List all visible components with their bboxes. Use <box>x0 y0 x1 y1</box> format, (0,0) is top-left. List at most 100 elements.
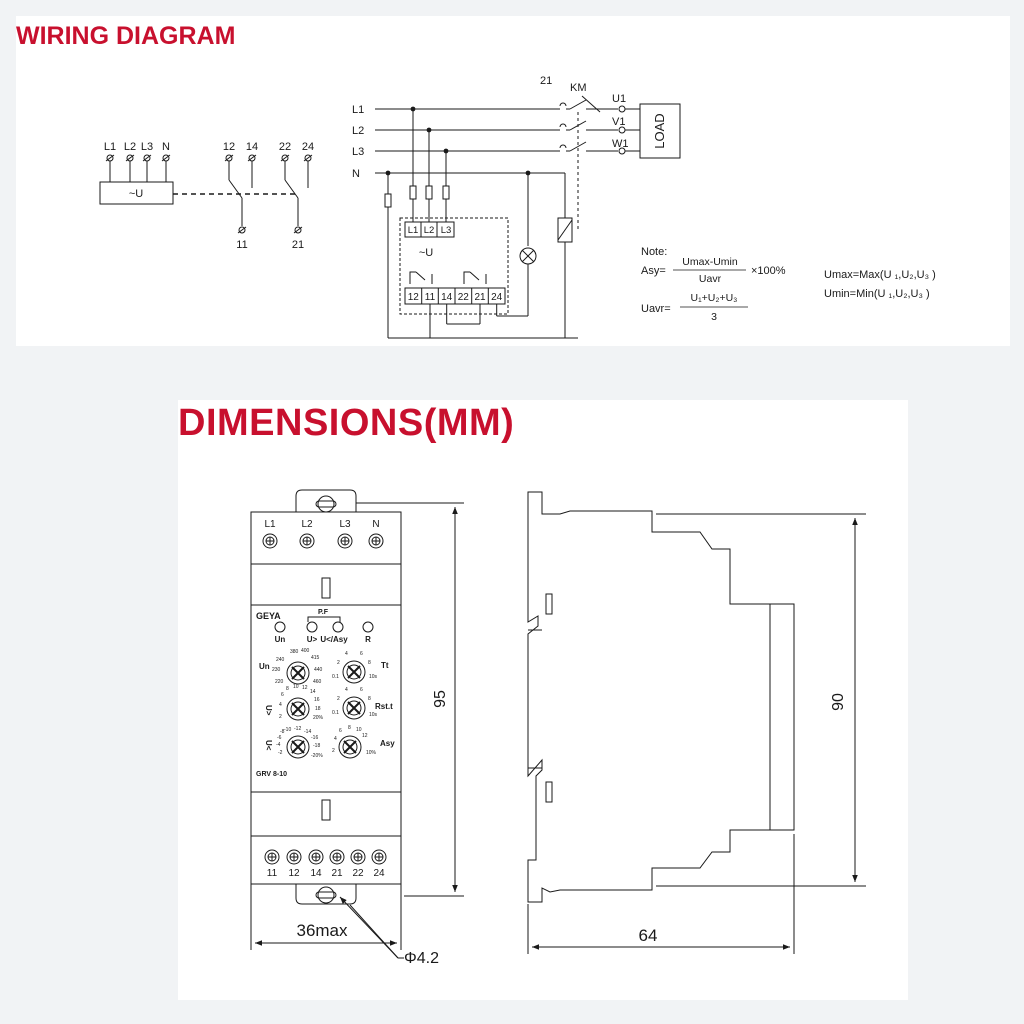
line-label-n: N <box>352 168 360 180</box>
led-label: U> <box>307 635 318 644</box>
knob-scale-mark: 400 <box>301 648 310 654</box>
knob-scale-mark: 4 <box>345 687 348 693</box>
knob-scale-mark: 440 <box>314 667 323 673</box>
knob-scale-mark: 6 <box>281 692 284 698</box>
output-label: V1 <box>612 116 625 128</box>
height-value: 95 <box>432 690 449 708</box>
knob-scale-mark: 0.1 <box>332 674 339 680</box>
umax-definition: Umax=Max(U ₁,U₂,U₃ ) <box>824 269 936 281</box>
knob-scale-mark: 415 <box>311 655 320 661</box>
terminal-screw-icons <box>105 154 171 162</box>
bottom-terminal-label: 14 <box>310 868 322 879</box>
knob-scale-mark: 20% <box>313 715 324 721</box>
wiring-panel <box>16 16 1010 346</box>
top-terminal-label: L2 <box>301 519 313 530</box>
height-dimension: 95 <box>356 502 464 897</box>
knob-scale-mark: 2 <box>279 714 282 720</box>
knob-scale-mark: 460 <box>313 679 322 685</box>
relay-terminal-label: 21 <box>474 292 486 303</box>
knob-scale-mark: 18 <box>315 706 321 712</box>
knob-scale-mark: 16 <box>314 697 320 703</box>
knob-scale-mark: 2 <box>332 748 335 754</box>
knob-scale-mark: 380 <box>290 649 299 655</box>
knob-label: Rst.t <box>375 702 393 711</box>
width-value: 36max <box>296 921 348 940</box>
relay-terminal-label: 14 <box>441 292 453 303</box>
note-title: Note: <box>641 246 667 258</box>
knob-scale-mark: 8 <box>368 660 371 666</box>
knob-scale-mark: 4 <box>345 651 348 657</box>
terminal-label: N <box>162 141 170 153</box>
relay-terminal-label: 22 <box>458 292 470 303</box>
junction-dots <box>385 106 531 176</box>
knob-label: Un <box>259 662 270 671</box>
knob-label: U< <box>264 740 273 751</box>
wiring-diagram-title: WIRING DIAGRAM <box>16 22 236 50</box>
terminal-label: 12 <box>223 141 235 153</box>
terminal-label: 11 <box>236 239 247 251</box>
output-label: W1 <box>612 138 629 150</box>
asymmetry-note: Note: Asy= Umax-Umin Uavr ×100% Uavr= U₁… <box>641 246 936 323</box>
line-label-l2: L2 <box>352 125 364 137</box>
knob-scale-mark: 10s <box>369 712 378 718</box>
knob-label: Tt <box>381 661 389 670</box>
knob-scale-mark: -2 <box>278 750 283 756</box>
knob-scale-mark: 10 <box>293 684 299 690</box>
knob-label: Asy <box>380 739 395 748</box>
knob-scale-mark: -16 <box>311 735 318 741</box>
led-label: R <box>365 635 371 644</box>
terminal-label: 22 <box>279 141 291 153</box>
wiring-simple-schematic: L1 L2 L3 N ~U 12 14 22 24 <box>99 141 314 251</box>
knob-scale-mark: 2 <box>337 696 340 702</box>
supply-block-label: ~U <box>129 188 143 200</box>
contactor-ref-label: 21 <box>540 75 552 87</box>
bottom-terminal-label: 11 <box>267 868 278 879</box>
uavr-lhs: Uavr= <box>641 303 671 315</box>
knob-scale-mark: -8 <box>280 729 285 735</box>
knob-scale-mark: -12 <box>294 726 301 732</box>
knob-scale-mark: -4 <box>276 742 281 748</box>
uavr-denominator: 3 <box>711 311 717 323</box>
wiring-main-schematic: L1 L2 L3 N 21 KM U1 V1 W1 LOAD L1 L2 L3 … <box>352 75 681 339</box>
side-profile <box>527 491 795 903</box>
line-label-l3: L3 <box>352 146 364 158</box>
bottom-terminal-label: 22 <box>352 868 364 879</box>
rail-height-value: 90 <box>830 693 847 711</box>
terminal-label: L3 <box>141 141 153 153</box>
bottom-terminal-label: 21 <box>331 868 343 879</box>
load-box <box>639 103 681 159</box>
led-label: Un <box>275 635 286 644</box>
asy-suffix: ×100% <box>751 265 786 277</box>
output-label: U1 <box>612 93 626 105</box>
knob-u-under: U< -10 -12 -14 -16 -18 -20% -2 -4 -6 -8 <box>264 726 323 759</box>
knob-scale-mark: 10% <box>366 750 377 756</box>
top-terminal-screws: L1 L2 L3 N <box>262 519 384 549</box>
relay-terminal-label: 24 <box>491 292 503 303</box>
terminal-label: L1 <box>104 141 116 153</box>
knob-u-over: U> 8 10 12 14 16 18 20% 2 4 6 <box>264 684 324 721</box>
dimensions-title: DIMENSIONS(MM) <box>178 402 515 444</box>
knob-scale-mark: 10 <box>356 727 362 733</box>
umin-definition: Umin=Min(U ₁,U₂,U₃ ) <box>824 288 930 300</box>
knob-scale-mark: 4 <box>334 736 337 742</box>
knob-scale-mark: 230 <box>272 667 281 673</box>
bottom-terminal-screws: 11 12 14 21 22 24 <box>264 849 387 879</box>
knob-scale-mark: -20% <box>311 753 323 759</box>
knob-scale-mark: 0.1 <box>332 710 339 716</box>
relay-input-label: L1 <box>408 225 419 236</box>
knob-scale-mark: -18 <box>313 743 320 749</box>
relay-contacts: 12 14 22 24 11 21 <box>223 141 314 251</box>
knob-tt: Tt 2 4 6 8 0.1 10s <box>332 651 389 684</box>
bottom-terminal-label: 24 <box>373 868 385 879</box>
knob-scale-mark: 4 <box>279 702 282 708</box>
model-label: GRV 8-10 <box>256 771 287 778</box>
bottom-terminal-label: 12 <box>288 868 300 879</box>
knob-asy: Asy 6 8 10 12 4 2 10% <box>332 725 395 759</box>
status-leds: Un U> U</Asy R <box>274 621 374 644</box>
knob-scale-mark: 8 <box>286 686 289 692</box>
knob-un: Un 380 400 415 440 460 220 230 240 <box>259 648 323 685</box>
relay-dashed-outline <box>399 217 509 315</box>
hole-value: Φ4.2 <box>404 950 439 967</box>
relay-terminal-label: 12 <box>408 292 420 303</box>
knob-rst: Rst.t 2 4 6 8 0.1 10s <box>332 687 393 720</box>
